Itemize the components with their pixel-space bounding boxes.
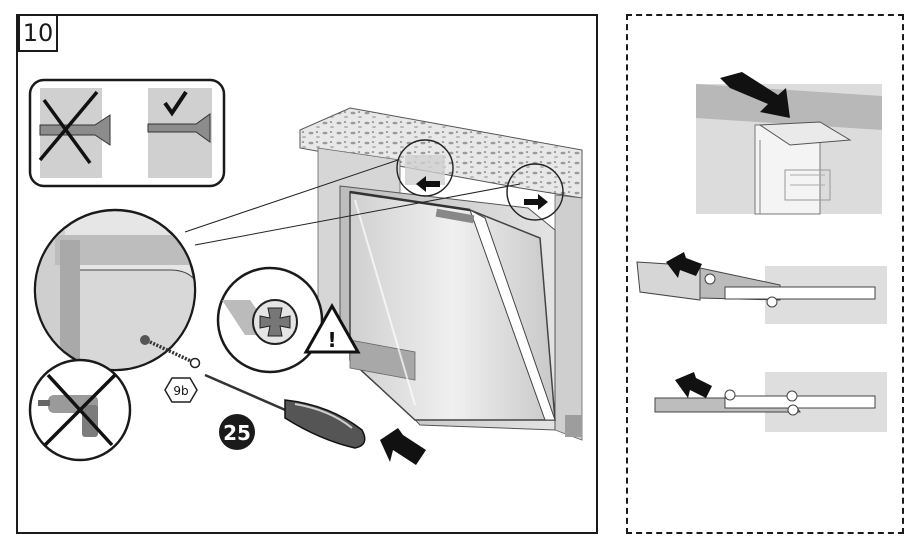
arrow-right-icon bbox=[524, 194, 548, 210]
installation-step-panel: 10 bbox=[16, 14, 598, 534]
hinge-view-top bbox=[696, 72, 882, 215]
svg-text:!: ! bbox=[327, 328, 336, 352]
screw-head-zoom-inset bbox=[216, 266, 324, 374]
cross-mark-icon bbox=[38, 90, 99, 162]
hinge-detail-panel bbox=[626, 14, 904, 534]
arrow-right-icon bbox=[675, 372, 712, 398]
callout-circle-right bbox=[506, 163, 564, 221]
screw-type-label: 9b bbox=[164, 377, 198, 403]
arrow-right-icon bbox=[666, 252, 702, 278]
gap-comparison-inset bbox=[28, 78, 226, 188]
no-power-drill-inset bbox=[28, 358, 132, 462]
dishwasher-illustration bbox=[299, 107, 583, 441]
hinge-view-middle bbox=[636, 252, 887, 324]
screwdriver-icon bbox=[204, 373, 366, 449]
warning-triangle-icon: ! bbox=[303, 302, 361, 354]
screw-icon bbox=[149, 340, 201, 369]
svg-text:9b: 9b bbox=[173, 384, 188, 398]
arrow-left-icon bbox=[416, 176, 440, 192]
check-mark-icon bbox=[163, 90, 188, 117]
svg-text:25: 25 bbox=[223, 421, 251, 445]
torque-badge: 25 bbox=[219, 414, 255, 450]
arrow-down-right-icon bbox=[720, 72, 790, 118]
push-arrow-icon bbox=[380, 428, 426, 465]
hinge-view-bottom bbox=[654, 372, 887, 432]
step-number: 10 bbox=[18, 14, 58, 52]
